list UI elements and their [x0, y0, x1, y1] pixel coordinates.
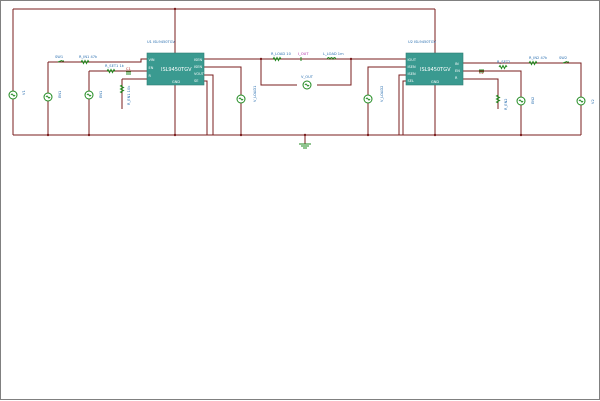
sw1-label: SW1 — [55, 55, 63, 59]
sw2-switch-symbol — [562, 61, 569, 64]
junction-dot — [349, 57, 353, 61]
u1-out-wire-3 — [204, 74, 214, 135]
v-load2-source-symbol — [363, 94, 373, 104]
r-en2-resistor-symbol — [495, 94, 501, 104]
u1-pin-label: GND — [172, 80, 180, 84]
u2-pin-label: ISEN — [408, 65, 416, 69]
ground-symbol — [299, 143, 311, 149]
r-set1-label: R_SET1 1k — [105, 64, 125, 68]
u1-pin-label: SE — [194, 79, 198, 83]
u1-pin-label: VOUT — [194, 72, 205, 76]
u2-left-wire-2 — [398, 74, 406, 135]
load-left-wire — [260, 59, 297, 86]
junction-dot — [239, 133, 243, 137]
l-load-inductor-symbol — [326, 57, 337, 61]
r-set1-resistor-symbol — [106, 68, 116, 74]
u1-part-label: ISL9450TGV — [161, 67, 192, 73]
u2-pin-label: SEL — [408, 79, 414, 83]
u1-pin-label: ISEN — [194, 58, 202, 62]
v2-label: V2 — [591, 99, 595, 104]
v2-source-symbol — [576, 96, 586, 106]
r-load-label: R_LOAD 10 — [271, 52, 292, 56]
sw2-label: SW2 — [559, 56, 567, 60]
u1-out-wire-4 — [204, 80, 208, 135]
en1-top-wire — [48, 58, 147, 63]
u2-chip[interactable]: ISL9450TGV IOUT ISEN ISEN SEL IN EN R GN… — [405, 52, 464, 86]
r-in1-resistor-symbol — [80, 59, 90, 65]
junction-dot — [366, 133, 370, 137]
u2-left-wire-1 — [367, 66, 406, 135]
r-load-resistor-symbol — [272, 56, 282, 62]
sw1-switch-symbol — [57, 60, 64, 63]
u1-pin-label: EN — [149, 66, 154, 70]
en1-label: EN1 — [58, 91, 62, 98]
en2-label: EN2 — [531, 97, 535, 104]
junction-dot — [433, 133, 437, 137]
l-load-label: L_LOAD 1m — [323, 52, 344, 56]
v-out-label: V_OUT — [301, 75, 314, 79]
en1-source-symbol — [43, 92, 53, 102]
u2-pin-label: R — [455, 76, 458, 80]
u2-pin-label: IOUT — [408, 58, 417, 62]
junction-dot — [46, 133, 50, 137]
source-symbol — [84, 90, 94, 100]
u2-right-wire-3 — [463, 78, 499, 109]
u2-right-wire-2 — [463, 70, 522, 135]
v-out-probe-symbol — [302, 80, 312, 90]
junction-dot — [173, 133, 177, 137]
u2-pin-label: IN — [455, 62, 459, 66]
v-load1-label: V_LOAD1 — [253, 86, 257, 102]
u1-ref-label: U1 ISL9450TGV — [147, 40, 176, 44]
c1-label: C1 — [126, 67, 131, 71]
c2-label: C2 — [479, 71, 484, 75]
junction-dot — [259, 57, 263, 61]
u2-ref-label: U2 ISL9450TGV — [408, 40, 437, 44]
u2-pin-label: EN — [455, 69, 460, 73]
en2-source-symbol — [516, 96, 526, 106]
r-in1-label: R_IN1 47k — [79, 55, 98, 59]
u1-pin-label: R — [149, 74, 152, 78]
u2-pin-label: GND — [431, 80, 439, 84]
v-load2-label: V_LOAD2 — [380, 86, 384, 102]
load-right-wire — [317, 59, 352, 86]
v1-label: V1 — [22, 90, 26, 95]
u1-chip[interactable]: ISL9450TGV VIN EN R ISEN ISEN VOUT SE GN… — [146, 52, 205, 86]
u1-out-wire-2 — [204, 66, 242, 135]
u2-part-label: ISL9450TGV — [420, 67, 451, 73]
c1-capacitor-symbol — [126, 71, 131, 75]
r-set2-label: R_SET2 — [497, 60, 510, 64]
u2-right-wire-1 — [463, 62, 582, 135]
r-en1-label: R_EN1 10k — [127, 85, 131, 105]
r-en2-label: R_EN2 — [504, 98, 508, 110]
u2-left-wire-3 — [402, 80, 406, 135]
u1-pin-label: VIN — [149, 58, 155, 62]
u2-pin-label: ISEN — [408, 72, 416, 76]
r-in2-label: R_IN2 47k — [529, 56, 548, 60]
i-out-label: I_OUT — [298, 52, 309, 56]
r-en1-resistor-symbol — [119, 84, 125, 94]
junction-dot — [87, 133, 91, 137]
u1-pin-label: ISEN — [194, 65, 202, 69]
junction-dot — [173, 7, 177, 11]
r-set2-resistor-symbol — [498, 64, 508, 70]
v-load1-source-symbol — [236, 94, 246, 104]
c2-capacitor-symbol — [479, 69, 484, 73]
junction-dot — [519, 133, 523, 137]
r-in2-resistor-symbol — [528, 60, 538, 66]
v1-source-symbol — [8, 90, 18, 100]
source-label: EN1 — [99, 91, 103, 98]
junction-dot — [303, 133, 307, 137]
